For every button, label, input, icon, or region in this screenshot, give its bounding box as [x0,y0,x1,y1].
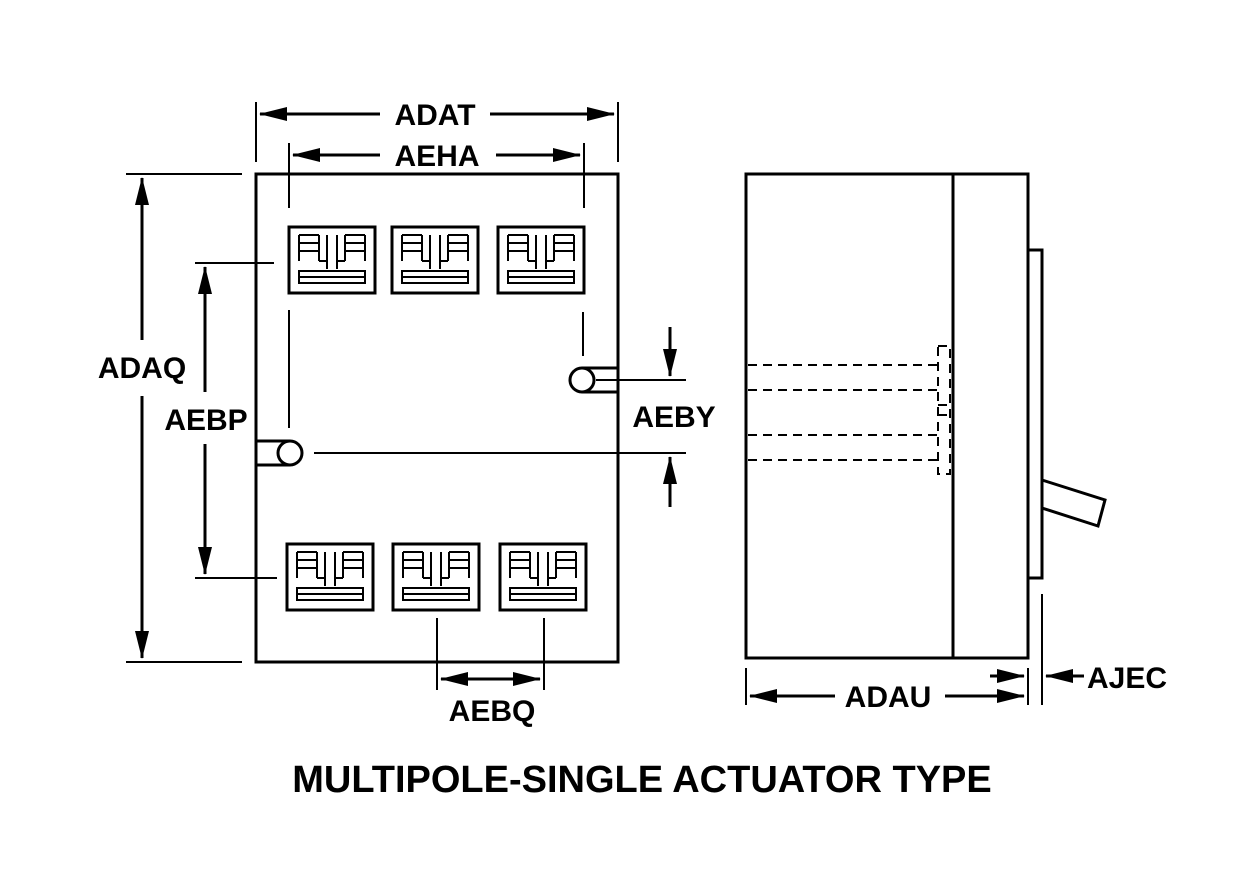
dim-label-aebq: AEBQ [449,695,536,728]
actuator-handle [1040,477,1107,528]
pole-top-3 [496,225,586,295]
dim-adau: ADAU [745,668,1029,714]
side-view [744,172,1107,660]
dim-label-ajec: AJEC [1087,662,1167,695]
dim-aebq: AEBQ [436,618,545,728]
dim-ajec: AJEC [1041,594,1167,705]
pole-top-2 [390,225,480,295]
dim-adat: ADAT [255,99,619,162]
dim-aeha: AEHA [288,140,585,208]
pole-bottom-1 [285,542,375,612]
dim-aebp: AEBP [164,262,277,579]
dim-label-aeha: AEHA [394,140,479,173]
pole-bottom-2 [391,542,481,612]
mounting-boss-left [257,439,304,467]
drawing-title: MULTIPOLE-SINGLE ACTUATOR TYPE [292,759,991,801]
dim-label-adaq: ADAQ [98,352,186,385]
pole-bottom-3 [498,542,588,612]
pole-top-1 [287,225,377,295]
mounting-boss-right [568,366,617,394]
dim-label-adat: ADAT [394,99,475,132]
dim-label-aebp: AEBP [164,404,247,437]
dim-aeby: AEBY [314,312,716,507]
dim-label-aeby: AEBY [632,401,715,434]
dim-adaq: ADAQ [98,173,242,663]
dim-label-adau: ADAU [845,681,932,714]
